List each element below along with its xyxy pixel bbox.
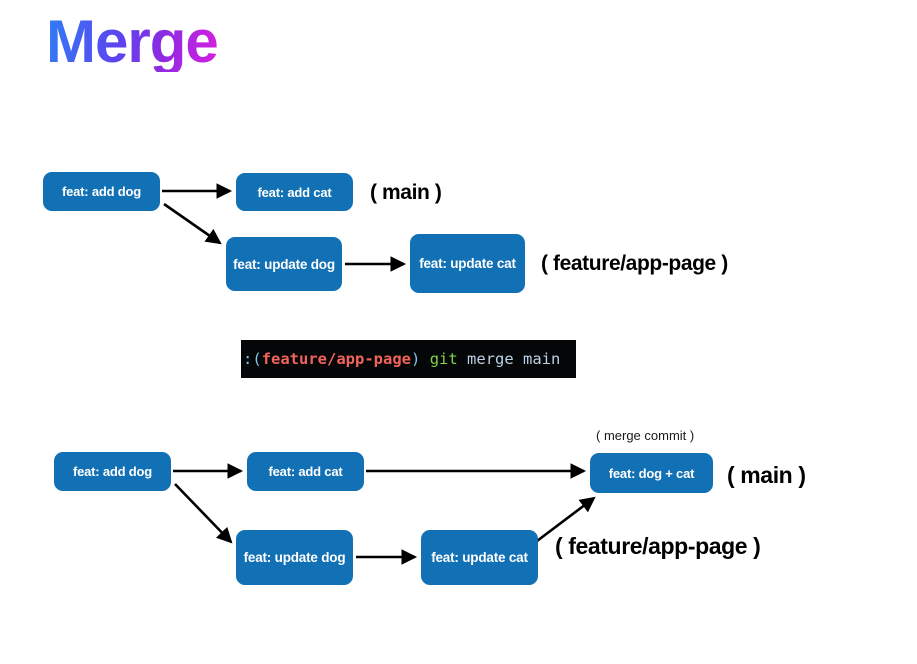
terminal-line: :(feature/app-page) git merge main (243, 350, 560, 368)
commit-node-add-cat-after[interactable]: feat: add cat (247, 452, 364, 491)
terminal-command-block: :(feature/app-page) git merge main (241, 340, 576, 378)
terminal-prompt-symbol: : (243, 350, 253, 368)
terminal-open-paren: ( (252, 350, 262, 368)
commit-node-add-cat-before[interactable]: feat: add cat (236, 173, 353, 211)
branch-label-main-before: ( main ) (370, 181, 442, 204)
branch-label-main-after: ( main ) (727, 462, 806, 488)
commit-node-update-cat-after[interactable]: feat: update cat (421, 530, 538, 585)
terminal-space-1 (420, 350, 429, 368)
commit-node-update-cat-before[interactable]: feat: update cat (410, 234, 525, 293)
commit-node-merge-after[interactable]: feat: dog + cat (590, 453, 713, 493)
terminal-command-args: merge main (467, 350, 561, 368)
terminal-close-paren: ) (411, 350, 421, 368)
terminal-space-2 (458, 350, 467, 368)
terminal-branch-name: feature/app-page (261, 350, 411, 368)
commit-node-add-dog-after[interactable]: feat: add dog (54, 452, 171, 491)
arrow-add-dog-to-update-dog-before (163, 202, 222, 245)
commit-node-add-dog-before[interactable]: feat: add dog (43, 172, 160, 211)
branch-label-feature-after: ( feature/app-page ) (555, 533, 761, 559)
branch-label-feature-before: ( feature/app-page ) (541, 252, 728, 275)
merge-commit-note-label: ( merge commit ) (596, 428, 695, 443)
page-title: Merge (46, 8, 219, 75)
commit-node-update-dog-before[interactable]: feat: update dog (226, 237, 342, 291)
commit-node-update-dog-after[interactable]: feat: update dog (236, 530, 353, 585)
arrow-add-dog-to-update-dog-after (174, 483, 233, 544)
arrow-update-cat-to-merge-after (536, 496, 596, 543)
terminal-command: git (429, 350, 458, 368)
